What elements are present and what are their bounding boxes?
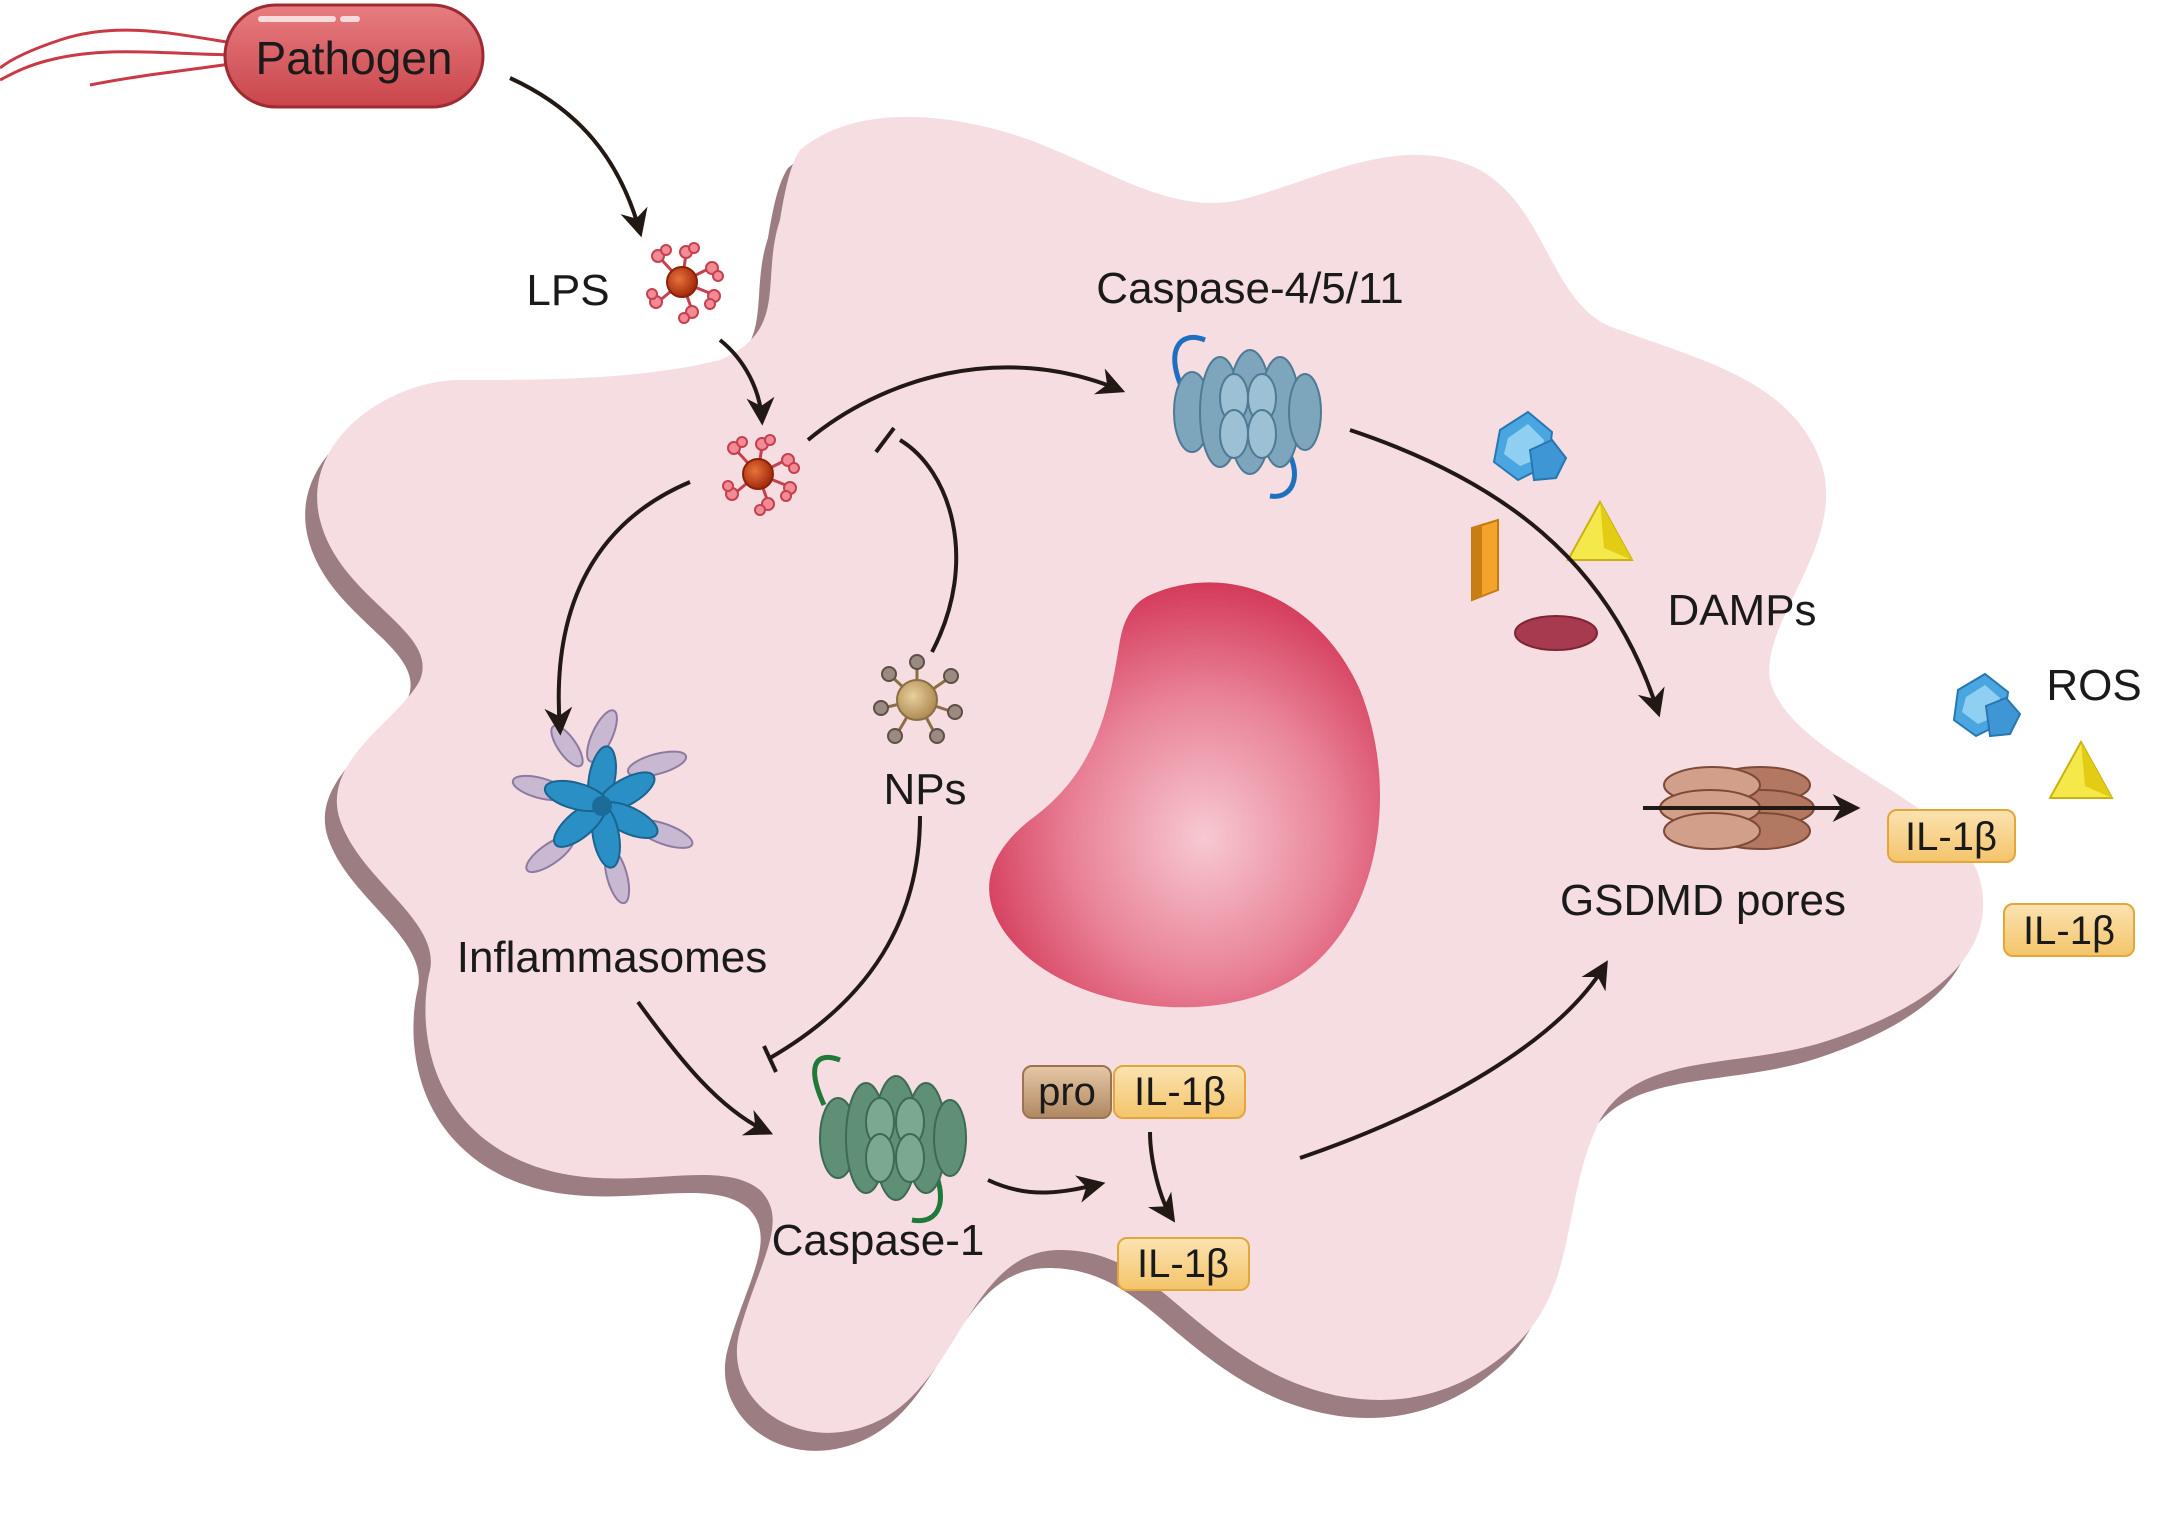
pro-label: pro <box>1038 1070 1096 1114</box>
lps-label: LPS <box>526 266 609 315</box>
pathogen: Pathogen <box>0 3 485 109</box>
inhibition-nps-to-caspase-4-5-11 <box>898 438 959 653</box>
inhibition-nps-to-caspase-1 <box>768 815 922 1060</box>
lps-molecule-outer <box>646 242 724 324</box>
arrow-il1b-to-gsdmd <box>1299 960 1608 1160</box>
pathogen-highlight-2 <box>340 16 360 22</box>
inflammasome <box>511 709 694 905</box>
il1b-released-2-label: IL-1β <box>2023 909 2115 953</box>
il1b-released-2: IL-1β <box>2003 903 2135 957</box>
pro-il1b-segment <box>1113 1065 1246 1119</box>
inflammasomes-label: Inflammasomes <box>457 933 768 982</box>
arrow-inflammasomes-to-caspase-1 <box>636 1000 774 1136</box>
pro-segment <box>1022 1065 1112 1119</box>
damps-orange-bar <box>1471 518 1499 602</box>
pro-il1b: pro IL-1β <box>1022 1065 1246 1119</box>
arrow-lps-to-inflammasomes <box>544 480 691 736</box>
ros-label: ROS <box>2046 661 2141 710</box>
il1b-released-1-label: IL-1β <box>1905 815 1997 859</box>
arrow-caspase-4-5-11-to-gsdmd <box>1349 428 1665 718</box>
caspase-4-5-11-protein <box>1172 335 1322 499</box>
caspase-1-protein <box>812 1054 967 1224</box>
inhibition-bar-caspase-4-5-11 <box>874 426 896 454</box>
nps-label: NPs <box>883 765 966 814</box>
ros-blue-crystal <box>1952 672 2022 738</box>
pathogen-highlight <box>258 16 336 22</box>
damps-label: DAMPs <box>1667 586 1816 635</box>
caspase-1-label: Caspase-1 <box>772 1216 985 1265</box>
gsdmd-pores-label: GSDMD pores <box>1560 876 1846 925</box>
il1b-released-1: IL-1β <box>1887 809 2016 863</box>
inhibition-bar-caspase-1 <box>762 1045 778 1073</box>
damps-red-ellipse <box>1514 615 1598 651</box>
il1b-mature-label: IL-1β <box>1137 1242 1229 1286</box>
pro-il1b-label: IL-1β <box>1134 1070 1226 1114</box>
lps-molecule-inner <box>722 434 800 516</box>
pathogen-flagella <box>0 28 246 87</box>
ros-yellow-pyramid <box>2048 739 2114 799</box>
nanoparticle <box>873 654 963 744</box>
caspase-4-5-11-label: Caspase-4/5/11 <box>1096 264 1403 313</box>
arrow-pathogen-to-lps <box>509 76 648 238</box>
arrow-lps-into-cell <box>718 338 775 426</box>
il1b-mature: IL-1β <box>1117 1237 1250 1291</box>
nucleus <box>989 582 1380 1008</box>
arrow-lps-to-caspase-4-5-11 <box>806 365 1126 442</box>
pathogen-label: Pathogen <box>256 32 453 84</box>
arrow-caspase-1-to-il1b <box>987 1175 1106 1203</box>
pathogen-body <box>223 3 485 109</box>
damps-blue-crystal <box>1492 410 1568 482</box>
arrow-pro-to-mature-il1b <box>1147 1131 1176 1223</box>
damps-yellow-pyramid <box>1566 499 1634 561</box>
